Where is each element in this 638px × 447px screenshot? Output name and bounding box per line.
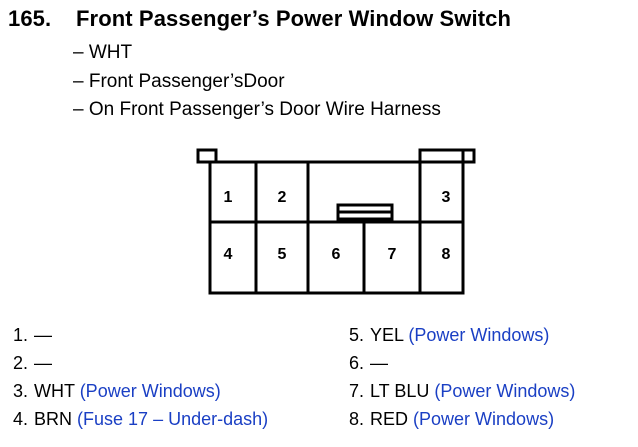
cavity-label-6: 6 (332, 246, 341, 263)
cavity-label-1: 1 (224, 189, 233, 206)
pin-wire-color: LT BLU (370, 381, 430, 401)
subtitle-color: – WHT (73, 42, 133, 63)
pin-row-5: 5. YEL (Power Windows) (336, 321, 575, 349)
pin-row-1: 1. — (0, 321, 268, 349)
subtitle-harness: – On Front Passenger’s Door Wire Harness (73, 99, 441, 120)
pin-function: (Power Windows) (413, 409, 555, 429)
pin-number: 4. (12, 409, 28, 429)
pin-function: (Power Windows) (408, 325, 550, 345)
pin-row-3: 3. WHT (Power Windows) (0, 377, 268, 405)
pin-number: 6. (348, 353, 364, 373)
pin-row-7: 7. LT BLU (Power Windows) (336, 377, 575, 405)
page-title: 165. Front Passenger’s Power Window Switc… (8, 6, 511, 32)
subtitle-location: – Front Passenger’sDoor (73, 71, 285, 92)
pin-row-8: 8. RED (Power Windows) (336, 405, 575, 433)
pin-function: (Power Windows) (79, 381, 221, 401)
pin-number: 5. (348, 325, 364, 345)
cavity-label-4: 4 (224, 246, 233, 263)
cavity-label-8: 8 (442, 246, 451, 263)
pin-function: (Power Windows) (434, 381, 576, 401)
pin-wire-color: YEL (370, 325, 404, 345)
pin-number: 7. (348, 381, 364, 401)
pin-row-6: 6. — (336, 349, 575, 377)
pin-wire-color: — (34, 353, 52, 373)
pin-wire-color: BRN (34, 409, 73, 429)
cavity-label-7: 7 (388, 246, 397, 263)
pin-number: 3. (12, 381, 28, 401)
cavity-label-2: 2 (278, 189, 287, 206)
title-number: 165. (8, 6, 52, 31)
pin-wire-color: — (370, 353, 388, 373)
pin-number: 2. (12, 353, 28, 373)
pin-wire-color: — (34, 325, 52, 345)
pin-number: 8. (348, 409, 364, 429)
pin-row-2: 2. — (0, 349, 268, 377)
pin-row-4: 4. BRN (Fuse 17 – Under-dash) (0, 405, 268, 433)
cavity-label-5: 5 (278, 246, 287, 263)
cavity-label-3: 3 (442, 189, 451, 206)
title-text: Front Passenger’s Power Window Switch (76, 6, 512, 31)
pin-function: (Fuse 17 – Under-dash) (77, 409, 269, 429)
pin-number: 1. (12, 325, 28, 345)
pin-list-right: 5. YEL (Power Windows) 6. — 7. LT BLU (Powe… (336, 321, 575, 433)
pin-wire-color: RED (370, 409, 409, 429)
pin-wire-color: WHT (34, 381, 75, 401)
pin-list-left: 1. — 2. — 3. WHT (Power Windows) 4. BRN (Fus… (0, 321, 268, 433)
cavity-1 (210, 160, 258, 224)
